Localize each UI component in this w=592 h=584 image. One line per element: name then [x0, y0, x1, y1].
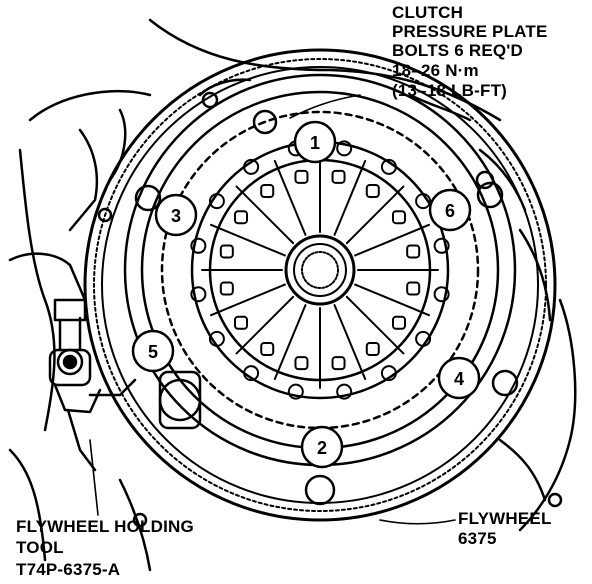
spring-finger-slot: [354, 223, 431, 257]
bolt-callout-1: 1: [293, 120, 337, 164]
spring-finger-slot: [273, 159, 307, 236]
spring-finger-pad: [391, 210, 406, 225]
spring-finger-pad: [365, 184, 380, 199]
spring-finger-pad: [260, 184, 275, 199]
spring-finger-slot: [235, 295, 295, 355]
spring-finger-pad: [331, 356, 346, 371]
spring-finger-tip: [433, 286, 450, 303]
svg-text:1: 1: [310, 133, 320, 153]
bolt-callout-2: 2: [300, 425, 344, 469]
label-line: FLYWHEEL: [458, 509, 552, 528]
spring-finger-pad: [406, 281, 421, 296]
spring-finger-tip: [208, 330, 225, 347]
spring-finger-tip: [190, 237, 207, 254]
spring-finger-tip: [243, 158, 260, 175]
clutch-hub: [284, 234, 356, 306]
flywheel-holding-tool: [48, 298, 137, 472]
spring-finger-pad: [219, 244, 234, 259]
spring-finger-slot: [235, 185, 295, 245]
svg-text:4: 4: [454, 369, 464, 389]
spring-finger-pad: [391, 315, 406, 330]
bolt-bosses: [134, 109, 519, 506]
label-line: TOOL: [16, 538, 64, 557]
bolt-callouts: 1 2 3 4 5 6: [131, 120, 481, 469]
spring-finger-pad: [365, 341, 380, 356]
engine-housing: [8, 18, 577, 572]
bolt-callout-3: 3: [154, 193, 198, 237]
svg-text:5: 5: [148, 342, 158, 362]
spring-finger-tip: [415, 330, 432, 347]
spring-finger-pad: [294, 356, 309, 371]
svg-text:2: 2: [317, 438, 327, 458]
diaphragm-spring-fingers: [190, 140, 450, 400]
bolt-callout-4: 4: [437, 356, 481, 400]
spring-finger-tip: [243, 365, 260, 382]
label-line: FLYWHEEL HOLDING: [16, 517, 194, 536]
spring-finger-tip: [287, 383, 304, 400]
svg-text:3: 3: [171, 206, 181, 226]
spring-finger-slot: [209, 283, 286, 317]
spring-finger-slot: [209, 223, 286, 257]
spring-finger-pad: [331, 169, 346, 184]
label-line: BOLTS 6 REQ'D: [392, 41, 524, 60]
torque-imperial: (13–18 LB-FT): [392, 81, 508, 100]
leader-lines: [89, 94, 456, 525]
spring-finger-pad: [234, 210, 249, 225]
spring-finger-slot: [333, 159, 367, 236]
spring-finger-slot: [354, 283, 431, 317]
spring-finger-tip: [208, 193, 225, 210]
spring-finger-tip: [415, 193, 432, 210]
spring-finger-tip: [190, 286, 207, 303]
bolt-callout-5: 5: [131, 329, 175, 373]
spring-finger-pad: [406, 244, 421, 259]
spring-finger-pad: [260, 341, 275, 356]
bolt-callout-6: 6: [428, 188, 472, 232]
spring-finger-slot: [333, 304, 367, 381]
label-line: PRESSURE PLATE: [392, 22, 548, 41]
spring-finger-slot: [273, 304, 307, 381]
spring-finger-pad: [294, 169, 309, 184]
spring-finger-tip: [336, 140, 353, 157]
torque-metric: 18–26 N·m: [392, 61, 479, 80]
flywheel-part-number: 6375: [458, 529, 497, 548]
spring-finger-slot: [345, 185, 405, 245]
spring-finger-tip: [380, 158, 397, 175]
spring-finger-slot: [345, 295, 405, 355]
label-line: CLUTCH: [392, 3, 464, 22]
spring-finger-tip: [336, 383, 353, 400]
tool-part-number: T74P-6375-A: [16, 560, 121, 579]
svg-text:6: 6: [445, 201, 455, 221]
spring-finger-pad: [234, 315, 249, 330]
spring-finger-pad: [219, 281, 234, 296]
spring-finger-tip: [380, 365, 397, 382]
spring-finger-tip: [433, 237, 450, 254]
